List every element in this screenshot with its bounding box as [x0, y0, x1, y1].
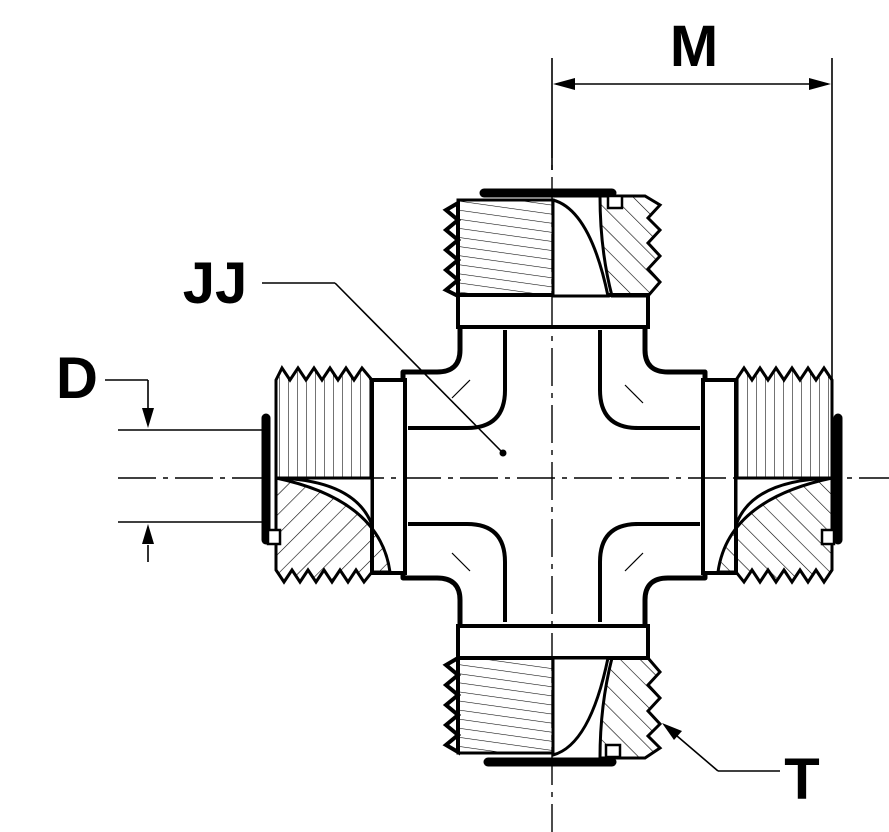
dimension-m [551, 58, 833, 380]
label-d: D [56, 346, 98, 411]
cross-body [400, 322, 708, 631]
dimension-d [105, 379, 268, 562]
right-port [701, 365, 843, 585]
left-port [261, 365, 407, 585]
top-port [442, 188, 663, 329]
label-m: M [670, 14, 718, 79]
bottom-port [442, 624, 663, 767]
label-t: T [784, 747, 819, 812]
label-jj: JJ [183, 251, 248, 316]
leader-jj [262, 282, 507, 457]
leader-t [662, 723, 780, 772]
